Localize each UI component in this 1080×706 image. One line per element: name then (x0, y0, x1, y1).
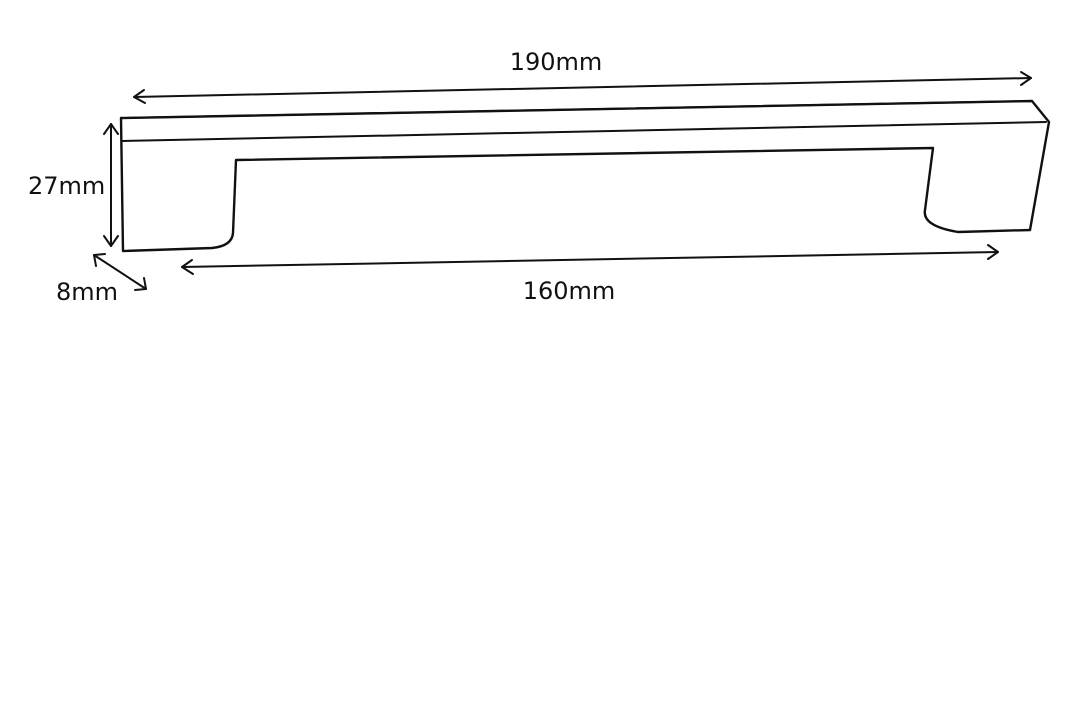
handle-outline (119, 99, 1051, 253)
hole-centres-arrow-right (987, 244, 999, 260)
handle-front-face (119, 99, 1051, 253)
dimension-hole-centres: 160mm (181, 244, 999, 305)
dimension-depth: 8mm (56, 253, 147, 306)
height-arrow-top (103, 123, 119, 135)
overall-length-line (133, 77, 1032, 98)
dimension-overall-length: 190mm (133, 48, 1032, 104)
hole-centres-arrow-left (181, 259, 194, 275)
overall-length-label: 190mm (510, 48, 603, 76)
hole-centres-label: 160mm (523, 277, 616, 305)
depth-arrow-bottom (134, 277, 147, 291)
hole-centres-line (181, 251, 999, 268)
dimension-height: 27mm (28, 123, 119, 247)
height-arrow-bottom (103, 235, 119, 247)
overall-length-arrow-left (133, 89, 146, 104)
depth-line (93, 254, 147, 290)
handle-top-bevel-line (122, 121, 1047, 142)
depth-arrow-top (93, 253, 106, 267)
height-label: 27mm (28, 172, 105, 200)
depth-label: 8mm (56, 278, 118, 306)
handle-top-back-edge (120, 100, 1033, 119)
overall-length-arrow-right (1020, 71, 1032, 86)
